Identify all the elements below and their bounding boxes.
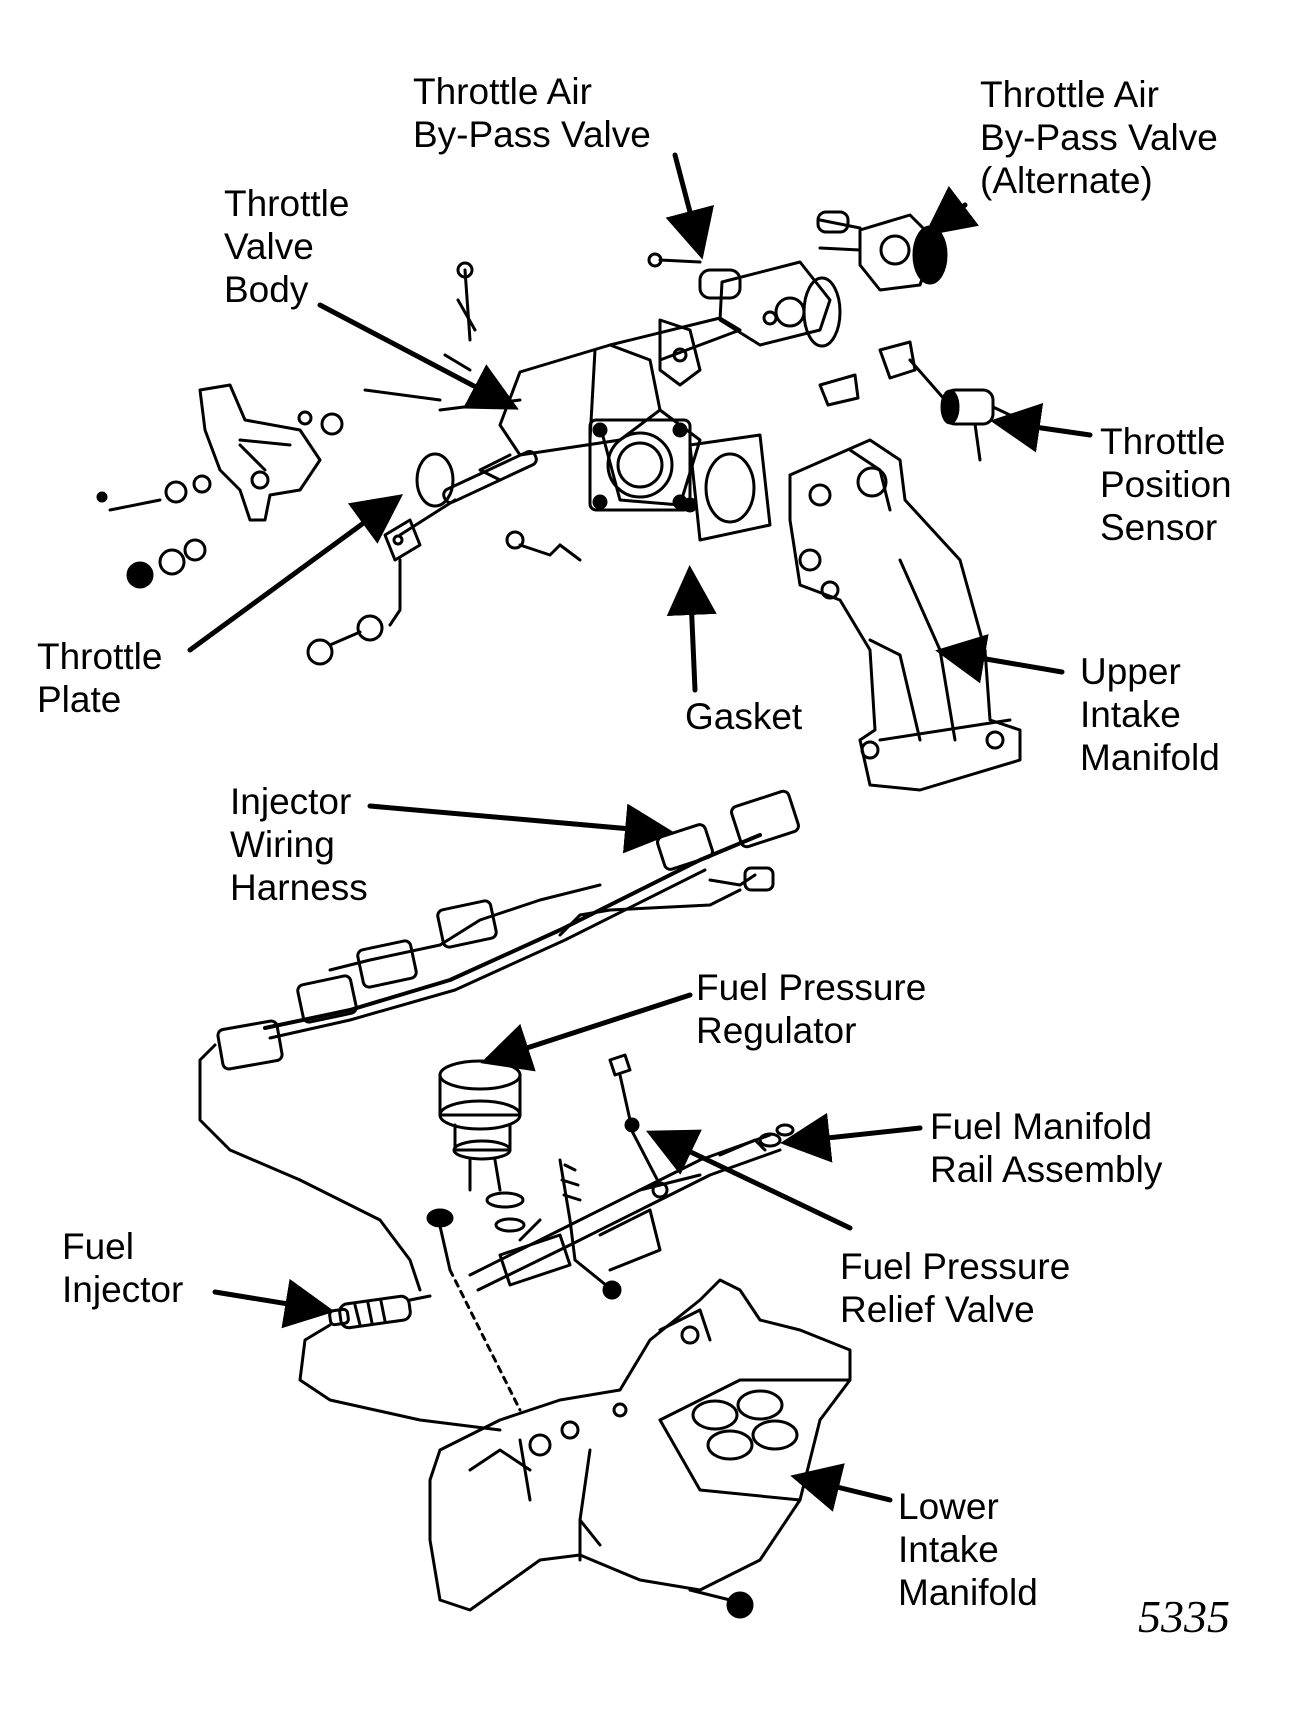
manifold-bolt-part bbox=[426, 1208, 522, 1412]
lower-intake-manifold-part bbox=[428, 1278, 852, 1619]
label-injector-wiring-harness: Injector Wiring Harness bbox=[230, 781, 368, 908]
fuel-pressure-relief-valve-part bbox=[608, 1053, 669, 1199]
gasket-part bbox=[682, 433, 772, 542]
injector-wiring-harness-part bbox=[198, 789, 800, 1292]
arrow-fuel-pressure-relief-valve bbox=[645, 1129, 853, 1231]
fuel-injector-part bbox=[298, 1294, 502, 1432]
arrow-fuel-manifold-rail bbox=[780, 1112, 923, 1163]
figure-number: 5335 bbox=[1138, 1591, 1230, 1642]
arrow-upper-intake-manifold bbox=[935, 634, 1065, 684]
label-fuel-pressure-relief-valve: Fuel Pressure Relief Valve bbox=[840, 1246, 1071, 1330]
label-fuel-injector: Fuel Injector bbox=[62, 1226, 184, 1310]
arrow-throttle-air-bypass-valve bbox=[665, 152, 714, 260]
label-throttle-valve-body: Throttle Valve Body bbox=[224, 183, 350, 310]
label-gasket: Gasket bbox=[685, 696, 803, 737]
arrow-injector-wiring-harness bbox=[367, 803, 675, 854]
arrow-fuel-injector bbox=[212, 1278, 335, 1329]
fuel-pressure-regulator-part bbox=[438, 1059, 622, 1300]
label-throttle-air-bypass-valve: Throttle Air By-Pass Valve bbox=[413, 71, 651, 155]
label-throttle-air-bypass-valve-alternate: Throttle Air By-Pass Valve (Alternate) bbox=[980, 74, 1218, 201]
throttle-linkage-part bbox=[96, 261, 477, 589]
fuel-manifold-rail-assembly-part bbox=[468, 1123, 795, 1292]
throttle-air-bypass-valve-part bbox=[647, 252, 842, 348]
label-fuel-pressure-regulator: Fuel Pressure Regulator bbox=[696, 967, 927, 1051]
throttle-air-bypass-valve-alternate-part bbox=[816, 210, 948, 292]
arrow-throttle-valve-body bbox=[317, 302, 519, 410]
label-lower-intake-manifold: Lower Intake Manifold bbox=[898, 1486, 1038, 1613]
arrow-throttle-plate bbox=[187, 494, 404, 653]
label-fuel-manifold-rail-assembly: Fuel Manifold Rail Assembly bbox=[930, 1106, 1163, 1190]
arrow-fuel-pressure-regulator bbox=[480, 992, 693, 1072]
arrow-lower-intake-manifold bbox=[790, 1463, 893, 1512]
throttle-plate-part bbox=[306, 449, 582, 666]
throttle-position-sensor-part bbox=[818, 340, 1012, 462]
upper-intake-manifold-part bbox=[788, 438, 1022, 792]
arrow-gasket bbox=[666, 565, 717, 693]
arrow-throttle-position-sensor bbox=[990, 402, 1093, 453]
label-throttle-plate: Throttle Plate bbox=[37, 636, 163, 720]
label-upper-intake-manifold: Upper Intake Manifold bbox=[1080, 651, 1220, 778]
label-throttle-position-sensor: Throttle Position Sensor bbox=[1100, 421, 1232, 548]
leader-arrows bbox=[187, 152, 1093, 1512]
arrow-bypass-valve-alternate bbox=[924, 185, 979, 237]
